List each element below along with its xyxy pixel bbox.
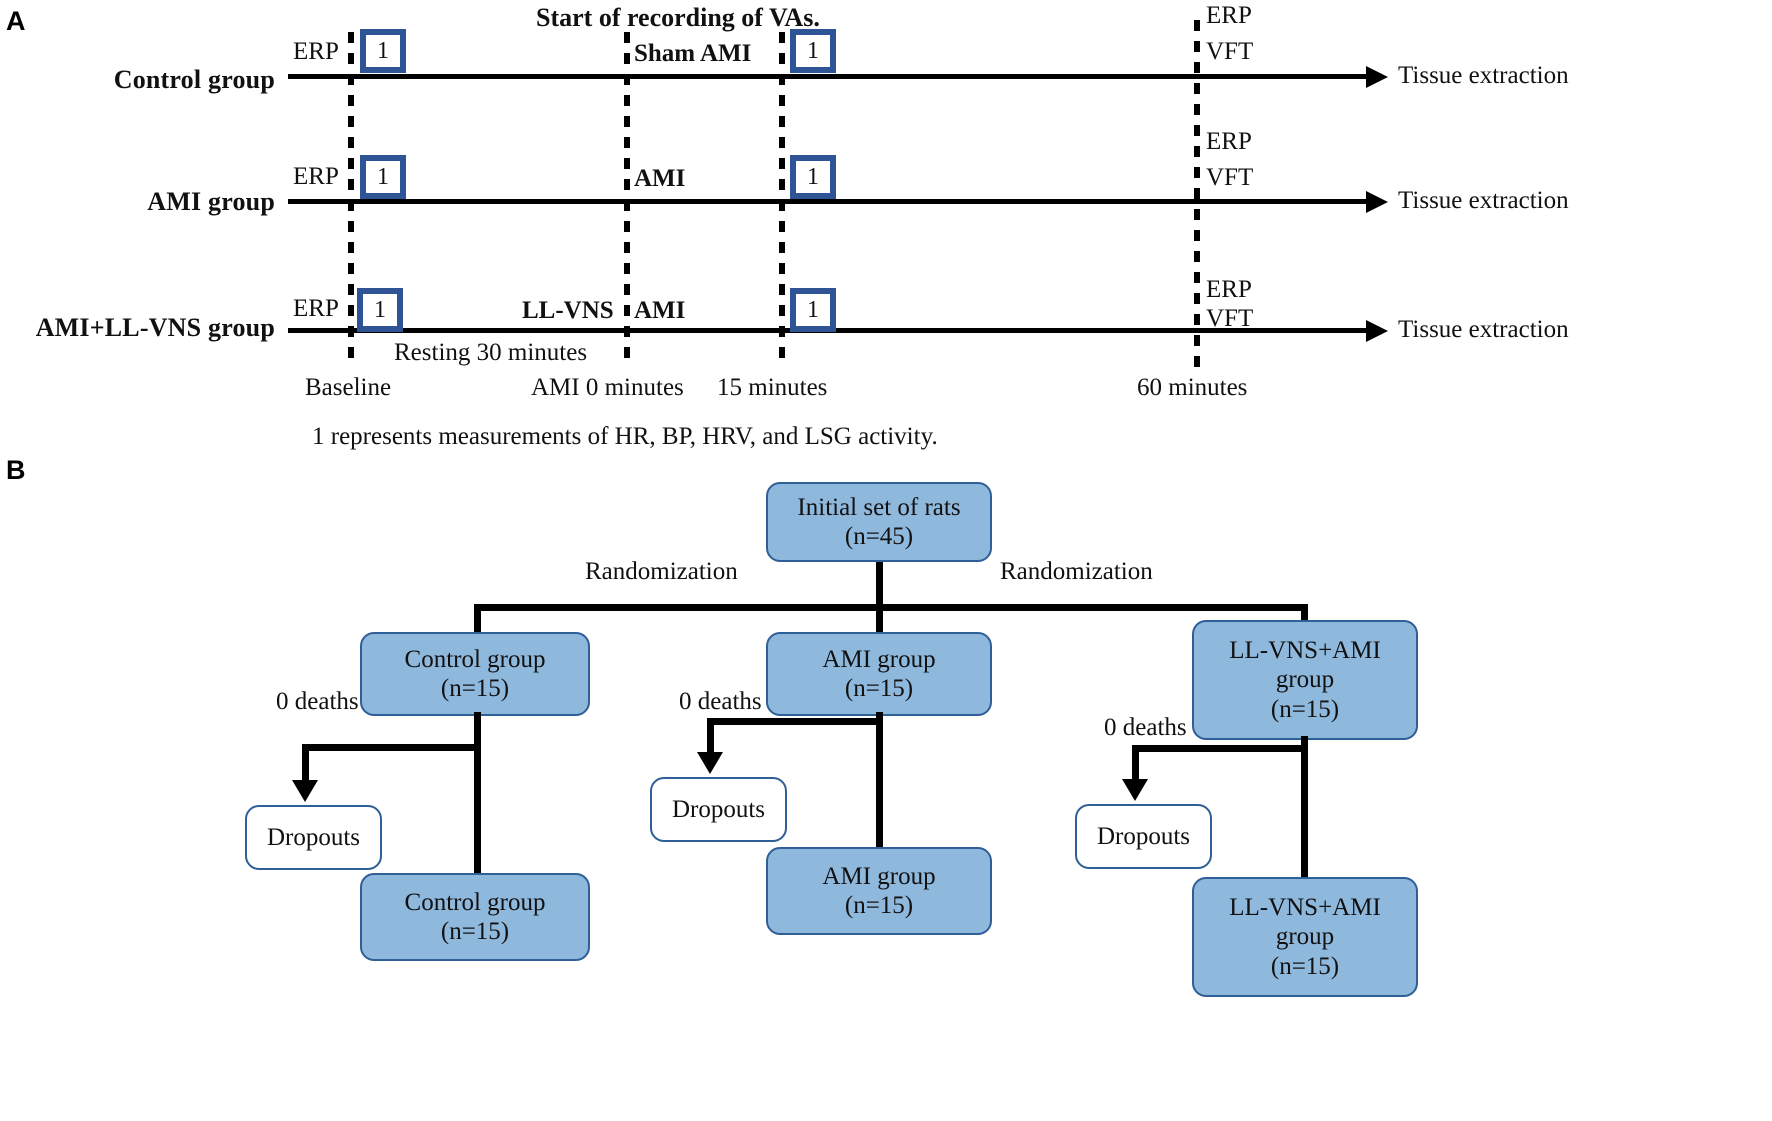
node-line-2: group [1275,666,1335,694]
tick-label-60min: 60 minutes [1137,374,1248,401]
deaths-label-ami: 0 deaths [679,688,762,715]
node-initial-set-of-rats[interactable]: Initial set of rats (n=45) [766,482,992,562]
node-line-2: group [1275,923,1335,951]
tick-label-baseline: Baseline [305,374,392,401]
node-line-1: Control group [404,888,546,916]
arrow-llvns-to-dropouts [1122,779,1148,801]
node-line-1: Dropouts [1096,822,1191,850]
connector-llvns-dropout-branch [1132,745,1308,752]
tick-label-15min: 15 minutes [717,374,828,401]
node-line-1: AMI group [822,645,936,673]
node-line-1: Dropouts [266,823,361,851]
node-line-2: (n=15) [440,918,510,945]
node-line-1: LL-VNS+AMI [1229,636,1381,664]
connector-drop-middle [876,604,883,647]
randomization-label-left: Randomization [585,558,738,585]
panel-a: A Start of recording of VAs. Control gro… [0,0,1772,500]
erp-label-control-end: ERP [1206,2,1252,29]
node-ami-group-top[interactable]: AMI group (n=15) [766,632,992,716]
connector-llvns-main [1301,736,1308,921]
timeline-arrowhead-ami [1366,191,1388,213]
measurement-marker-ami-llvns-15min: 1 [790,288,836,332]
node-line-2: (n=15) [844,675,914,702]
connector-ami-dropout-stem [707,718,714,758]
erp-label-control: ERP [293,38,339,65]
panel-a-caption: 1 represents measurements of HR, BP, HRV… [312,423,938,450]
measurement-marker-ami-baseline: 1 [360,155,406,199]
deaths-label-control: 0 deaths [276,688,359,715]
timeline-arrowhead-control [1366,66,1388,88]
panel-a-letter: A [6,6,26,36]
panel-b: B Initial set of rats (n=45) Randomizati… [0,455,1772,1121]
connector-drop-left [474,604,481,647]
node-line-2: (n=15) [440,675,510,702]
erp-label-ami-end: ERP [1206,128,1252,155]
tissue-extraction-label-ami: Tissue extraction [1398,187,1569,214]
measurement-marker-ami-llvns-baseline: 1 [357,288,403,332]
ll-vns-label: LL-VNS [522,297,614,324]
connector-llvns-dropout-stem [1132,745,1139,785]
connector-control-dropout-stem [302,744,309,786]
node-line-1: LL-VNS+AMI [1229,893,1381,921]
timeline-axis-ami [288,199,1368,204]
arrow-control-to-dropouts [292,780,318,802]
measurement-marker-control-15min: 1 [790,29,836,73]
node-line-1: AMI group [822,862,936,890]
node-dropouts-ami[interactable]: Dropouts [650,777,787,842]
deaths-label-llvns: 0 deaths [1104,714,1187,741]
tissue-extraction-label-ami-llvns: Tissue extraction [1398,316,1569,343]
connector-ami-main [876,712,883,890]
connector-control-dropout-branch [302,744,481,751]
timeline-row-label-control: Control group [113,65,275,94]
tick-label-ami-0min: AMI 0 minutes [531,374,684,401]
measurement-marker-control-baseline: 1 [360,29,406,73]
connector-root-stem [876,562,883,607]
connector-ami-dropout-branch [707,718,883,725]
node-line-2: (n=15) [844,892,914,919]
node-line-1: Initial set of rats [797,493,961,521]
randomization-label-right: Randomization [1000,558,1153,585]
dashed-line-60min [1194,20,1200,367]
panel-a-title: Start of recording of VAs. [536,3,820,32]
erp-label-ami-llvns: ERP [293,295,339,322]
node-dropouts-control[interactable]: Dropouts [245,805,382,870]
connector-randomization-bus [474,604,1308,611]
timeline-row-label-ami: AMI group [147,187,275,216]
timeline-axis-control [288,74,1368,79]
panel-b-letter: B [6,455,26,485]
timeline-row-label-ami-llvns: AMI+LL-VNS group [35,313,275,342]
sham-ami-label-control: Sham AMI [634,40,752,67]
node-llvns-ami-group-bottom[interactable]: LL-VNS+AMI group (n=15) [1192,877,1418,997]
node-control-group-top[interactable]: Control group (n=15) [360,632,590,716]
timeline-arrowhead-ami-llvns [1366,320,1388,342]
tissue-extraction-label-control: Tissue extraction [1398,62,1569,89]
erp-label-ami: ERP [293,163,339,190]
node-line-1: Dropouts [671,795,766,823]
vft-label-control-end: VFT [1206,38,1254,65]
measurement-marker-ami-15min: 1 [790,155,836,199]
ami-label-ami: AMI [634,165,686,192]
node-line-3: (n=15) [1270,952,1340,980]
erp-label-ami-llvns-end: ERP [1206,276,1252,303]
node-control-group-bottom[interactable]: Control group (n=15) [360,873,590,961]
arrow-ami-to-dropouts [697,752,723,774]
connector-control-main [474,712,481,917]
ami-label-ami-llvns: AMI [634,297,686,324]
node-ami-group-bottom[interactable]: AMI group (n=15) [766,847,992,935]
resting-interval-label: Resting 30 minutes [394,339,588,366]
node-llvns-ami-group-top[interactable]: LL-VNS+AMI group (n=15) [1192,620,1418,740]
vft-label-ami-end: VFT [1206,164,1254,191]
node-line-3: (n=15) [1270,695,1340,723]
vft-label-ami-llvns-end: VFT [1206,305,1254,332]
node-dropouts-llvns[interactable]: Dropouts [1075,804,1212,869]
node-line-1: Control group [404,645,546,673]
node-line-2: (n=45) [844,523,914,550]
